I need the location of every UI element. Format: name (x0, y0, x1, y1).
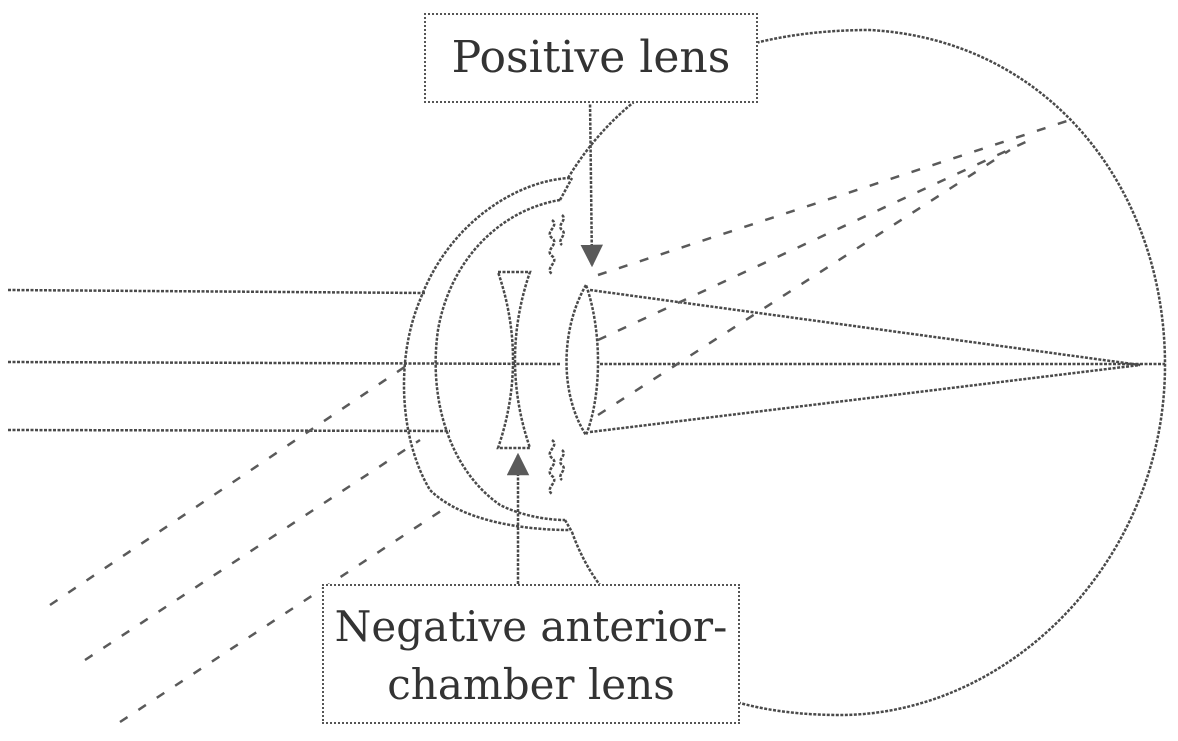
negative-lens-text-line2: chamber lens (324, 656, 738, 714)
cornea-inner (436, 200, 565, 520)
ray-top-converging (590, 290, 1140, 365)
cornea-outer (404, 178, 570, 530)
ray-bottom-incoming (8, 430, 450, 431)
ray-top-incoming (8, 290, 425, 293)
positive-lens-label: Positive lens (424, 13, 758, 103)
ciliary-top (550, 220, 555, 274)
pointer-positive-lens (590, 100, 592, 265)
ray-bottom-converging (590, 365, 1140, 432)
negative-lens-label: Negative anterior- chamber lens (322, 584, 740, 724)
positive-lens-text: Positive lens (452, 32, 731, 83)
negative-lens (498, 272, 530, 448)
oblique-ray-5 (598, 140, 1030, 340)
negative-lens-text-line1: Negative anterior- (324, 598, 738, 656)
oblique-ray-4 (598, 120, 1070, 275)
limbus-bottom (572, 532, 600, 585)
oblique-ray-1 (50, 362, 412, 605)
ray-middle-incoming (8, 362, 560, 364)
oblique-ray-6 (598, 150, 1010, 415)
ciliary-bottom-2 (560, 450, 563, 480)
cornea-top-cap (560, 178, 572, 200)
ciliary-top-2 (560, 215, 563, 245)
positive-lens (567, 285, 599, 435)
ciliary-bottom (550, 440, 555, 494)
